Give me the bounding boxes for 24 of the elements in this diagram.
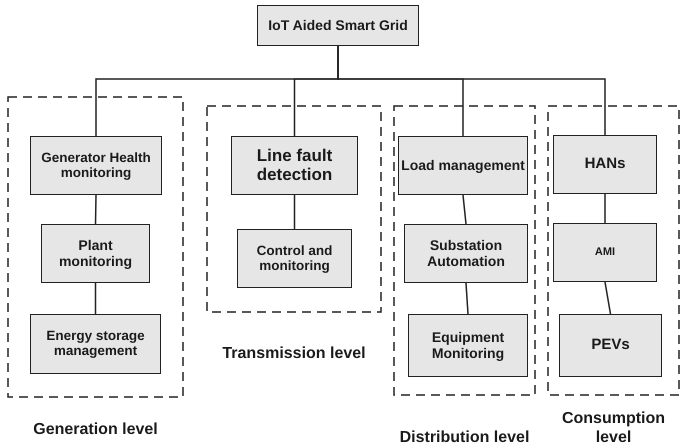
process-box: IoT Aided Smart Grid bbox=[257, 5, 419, 46]
process-box: Energy storage management bbox=[30, 314, 161, 374]
process-box: HANs bbox=[553, 135, 657, 194]
process-box: Control and monitoring bbox=[237, 229, 352, 288]
connector-line bbox=[465, 282, 469, 314]
group-label: Distribution level bbox=[398, 428, 530, 447]
connector-line bbox=[94, 283, 96, 314]
process-box: Plant monitoring bbox=[41, 224, 150, 283]
connector-line bbox=[94, 194, 97, 224]
process-box: Generator Health monitoring bbox=[30, 136, 162, 195]
connector-line bbox=[294, 195, 296, 229]
process-box: Substation Automation bbox=[404, 224, 528, 283]
connector-line bbox=[604, 282, 612, 314]
process-box: Equipment Monitoring bbox=[408, 314, 528, 377]
group-label: Transmission level bbox=[221, 344, 367, 363]
group-label: Consumption level bbox=[560, 410, 666, 447]
process-box: PEVs bbox=[559, 314, 662, 377]
connector-line bbox=[337, 46, 606, 135]
process-box: Load management bbox=[398, 136, 528, 195]
process-box: Line fault detection bbox=[231, 136, 358, 195]
connector-line bbox=[604, 194, 606, 223]
connector-line bbox=[462, 194, 467, 224]
process-box: AMI bbox=[553, 223, 657, 282]
group-label: Generation level bbox=[32, 420, 159, 439]
